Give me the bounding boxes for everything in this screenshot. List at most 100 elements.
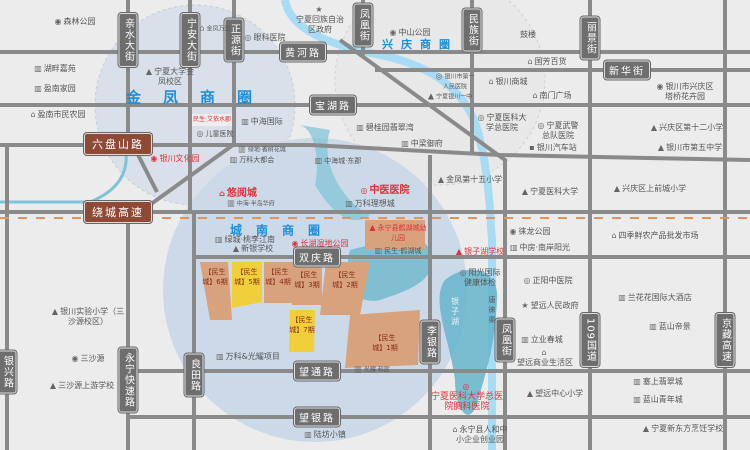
road-label-minzu[interactable]: 民族街 (462, 8, 482, 52)
road-label-yongning-express[interactable]: 永宁快速路 (118, 347, 138, 413)
poi-zhongshan-park[interactable]: ◉中山公园 (389, 28, 431, 37)
poi-lanshan-dijing[interactable]: ▥蓝山帝景 (649, 322, 691, 331)
poi-children-hospital[interactable]: ◎儿童医院 (196, 129, 234, 138)
poi-changhu-park[interactable]: ◉长湖湿地公园 (291, 239, 349, 248)
road-label-fenghuang-north[interactable]: 凤凰街 (353, 3, 373, 47)
poi-med-univ-hospital[interactable]: ◎宁夏医科大学总医院 (477, 113, 527, 132)
road-label-yinxing[interactable]: 银兴路 (0, 350, 17, 394)
poi-lailong-park[interactable]: ◉徕龙公园 (509, 227, 551, 236)
poi-shiyan-primary[interactable]: ▲银川实验小学（三沙源校区） (51, 307, 125, 326)
road-label-ningan[interactable]: 宁安大街 (180, 13, 200, 67)
poi-guofang[interactable]: ⌂国芳百货 (527, 57, 567, 66)
building-icon: ▥ (354, 364, 362, 374)
poi-shashayuan[interactable]: ◉三沙源 (71, 354, 105, 363)
poi-gov[interactable]: ★宁夏回族自治区政府 (296, 5, 344, 34)
poi-liye[interactable]: ▥立业春城 (521, 335, 563, 344)
poi-culture-park[interactable]: ◉银川文化园 (150, 154, 200, 163)
poi-hupan[interactable]: ▥湖畔嘉苑 (34, 64, 76, 73)
road-label-wangtong[interactable]: 望通路 (294, 361, 340, 381)
poi-health-check[interactable]: ◎阳光国际健康体检 (459, 268, 501, 287)
road-label-liupanshan[interactable]: 六盘山路 (84, 133, 152, 155)
plot-phase-6[interactable]: 【民生城】6期 (202, 268, 228, 286)
poi-tcm-hospital[interactable]: ◎中医医院 (360, 185, 410, 196)
poi-wangyuan-business[interactable]: ⌂望远商业生活区 (517, 348, 573, 367)
poi-new-oriental[interactable]: ▲宁夏新东方烹饪学校 (642, 424, 724, 433)
poi-zhongliang[interactable]: ▥中梁御府 (401, 139, 443, 148)
poi-nanan[interactable]: ▥中房·南岸阳光 (509, 243, 571, 252)
poi-armed-police-hospital[interactable]: ◎宁夏武警总队医院 (537, 121, 579, 140)
poi-xingqing-no12[interactable]: ▲兴庆区第十二小学 (650, 123, 724, 132)
poi-dongjun[interactable]: ▥中海城·东郡 (314, 156, 362, 165)
plot-phase-5[interactable]: 【民生城】5期 (234, 268, 260, 286)
road-label-109-national[interactable]: 109国道 (580, 312, 600, 368)
plot-phase-4[interactable]: 【民生城】4期 (265, 268, 291, 286)
poi-zhengyang[interactable]: ◎正阳中医院 (523, 276, 573, 285)
poi-lanshan-youth[interactable]: ▥蓝山青年城 (633, 395, 683, 404)
road-label-xinhua[interactable]: 新华街 (604, 60, 650, 80)
poi-vanke-ideal[interactable]: ▥万科理想城 (345, 199, 395, 208)
road-label-jingzang[interactable]: 京藏高速 (715, 313, 735, 367)
poi-minsheng-hehu[interactable]: ▥民生·鹤湖城 (374, 246, 422, 255)
poi-youyue[interactable]: ⌂悠阅城 (219, 188, 257, 199)
plot-phase-7[interactable]: 【民生城】7期 (289, 316, 315, 334)
poi-wangyuan-gov[interactable]: ★望远人民政府 (521, 301, 579, 310)
poi-shangqiancheng[interactable]: ▲兴庆区上前城小学 (613, 184, 687, 193)
poi-lufang[interactable]: ▥陆坊小镇 (304, 430, 346, 439)
poi-med-univ[interactable]: ▲宁夏医科大学 (521, 187, 579, 196)
poi-kindergarten[interactable]: ▲永宁县鹤湖城幼儿园 (369, 223, 427, 242)
road-label-shuangqing[interactable]: 双庆路 (294, 247, 340, 267)
poi-vanke-guangyao[interactable]: ▥万科&光耀项目 (216, 352, 280, 361)
poi-vanke-metro[interactable]: ▥万科大都会 (229, 155, 275, 164)
road-label-liangtian[interactable]: 良田路 (184, 353, 204, 397)
poi-yingnan[interactable]: ▥盈南家园 (34, 84, 76, 93)
road-label-zhengyuan[interactable]: 正源街 (224, 18, 244, 62)
road-label-baohu[interactable]: 宝湖路 (310, 95, 356, 115)
poi-aiyi-shuijun[interactable]: 民生·艾依水郡 (192, 114, 232, 126)
poi-yinchuan-no1[interactable]: ▲宁夏银川一中 (427, 91, 473, 101)
poi-shangcheng[interactable]: ⌂银川商城 (488, 77, 528, 86)
poi-senlin-park[interactable]: ◉森林公园 (54, 17, 96, 26)
road-label-liyin[interactable]: 李银路 (420, 320, 440, 364)
poi-taqiao[interactable]: ◉银川市兴庆区塔桥花卉园 (656, 82, 714, 101)
poi-farm[interactable]: ⌂盈南市民农园 (30, 110, 86, 119)
poi-biguiyuan[interactable]: ▥碧桂园翡翠湾 (356, 123, 414, 132)
poi-market[interactable]: ⌂四季鲜农产品批发市场 (611, 231, 699, 240)
xingqing-district-circle (334, 0, 546, 186)
poi-first-hospital[interactable]: ◎银川市第一人民医院 (435, 71, 475, 91)
road-label-fenghuang-south[interactable]: 凤凰街 (495, 318, 515, 362)
poi-eye-hospital[interactable]: ◎眼科医院 (244, 33, 286, 42)
poi-saishang[interactable]: ▥塞上翡翠城 (633, 377, 683, 386)
poi-shangyou-school[interactable]: ▲三沙源上游学校 (49, 381, 115, 390)
poi-chest-hospital[interactable]: ◎宁夏医科大学总医院胸科医院 (430, 382, 503, 412)
poi-xinyin-school[interactable]: ▲新银学校 (232, 244, 274, 253)
road-label-qinshui[interactable]: 亲水大街 (118, 13, 138, 67)
poi-bus-station[interactable]: ▪银川汽车站 (529, 143, 577, 152)
poi-hechen[interactable]: ▥光耀·和宸 (354, 364, 390, 374)
poi-zhonghai-intl[interactable]: ▥中海国际 (241, 117, 283, 126)
poi-nxu[interactable]: ▲宁夏大学金凤校区 (145, 67, 195, 86)
plot-phase-3[interactable]: 【民生城】3期 (294, 271, 320, 289)
road-label-wangyin[interactable]: 望银路 (294, 407, 340, 427)
poi-drum-tower[interactable]: 鼓楼 (520, 30, 536, 39)
plot-phase-1[interactable]: 【民生城】1期 (372, 334, 398, 352)
poi-wanda[interactable]: ⌂金凤万达 (199, 23, 231, 33)
poi-taoli[interactable]: ▥绿城·桃李江南 (214, 235, 276, 244)
building-icon: ▥ (227, 198, 235, 208)
road-label-ring-expressway[interactable]: 绕城高速 (84, 201, 152, 223)
park-icon: ◉ (656, 82, 664, 91)
poi-ludi[interactable]: ▥绿地·香树花城 (238, 144, 286, 154)
poi-bandao[interactable]: ▥中海·半岛华府 (227, 198, 275, 208)
hospital-icon: ◎ (462, 382, 470, 391)
school-icon: ▲ (51, 307, 59, 316)
road-label-huanghe[interactable]: 黄河路 (280, 42, 326, 62)
poi-lanhuahua-hotel[interactable]: ▥兰花花国际大酒店 (618, 293, 692, 302)
poi-no5-middle[interactable]: ▲银川市第五中学 (657, 143, 723, 152)
poi-yinzihu-school[interactable]: ▲银子湖学校 (455, 247, 505, 256)
road-label-lijing[interactable]: 丽景街 (580, 16, 600, 60)
poi-wangyuan-primary[interactable]: ▲望远中心小学 (526, 389, 584, 398)
bus-icon: ▪ (529, 143, 535, 152)
poi-renhe[interactable]: ⌂永宁县人和中小企业创业园 (452, 425, 508, 444)
poi-nanmen[interactable]: ⌂南门广场 (532, 91, 572, 100)
plot-phase-2[interactable]: 【民生城】2期 (332, 271, 358, 289)
poi-jinfeng-no15[interactable]: ▲金凤第十五小学 (437, 175, 503, 184)
